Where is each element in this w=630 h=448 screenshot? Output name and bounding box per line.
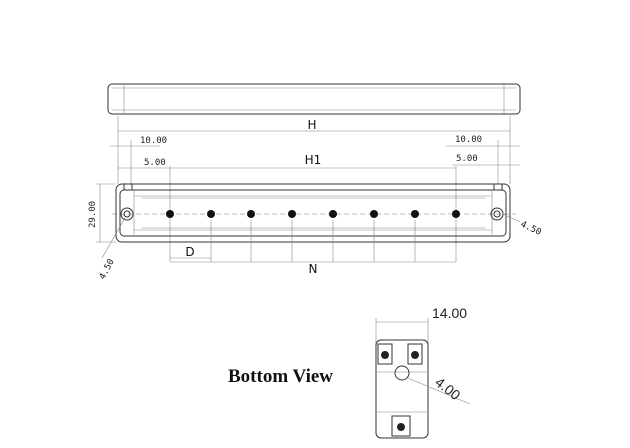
bottom-view-caption: Bottom View xyxy=(228,366,333,387)
dim-label-bottom-hole: 4.00 xyxy=(432,374,463,404)
dimension-hole-right: 4.50 xyxy=(502,213,543,238)
dimension-n: N xyxy=(170,261,456,276)
bottom-view: 14.00 4.00 xyxy=(375,305,471,439)
led-dot xyxy=(329,210,337,218)
front-view xyxy=(112,183,516,243)
led-dots xyxy=(166,210,460,262)
dimension-h: H xyxy=(117,116,511,184)
top-profile-view xyxy=(107,83,521,115)
led-dot xyxy=(247,210,255,218)
dim-label-left-10: 10.00 xyxy=(140,136,167,146)
dim-label-hole-right: 4.50 xyxy=(519,220,543,238)
dim-label-left-5: 5.00 xyxy=(144,158,166,168)
dim-label-n: N xyxy=(309,262,318,276)
dim-label-h1: H1 xyxy=(305,153,322,167)
dimension-left-offsets: 10.00 5.00 xyxy=(110,136,170,184)
led-dot xyxy=(452,210,460,218)
dim-label-hole-left: 4.50 xyxy=(98,258,117,282)
dimension-height-29: 29.00 xyxy=(88,183,116,243)
dimension-h1: H1 xyxy=(169,153,457,262)
dim-label-right-10: 10.00 xyxy=(455,135,482,145)
dim-label-right-5: 5.00 xyxy=(456,154,478,164)
dim-label-height-29: 29.00 xyxy=(88,201,98,228)
dim-label-d: D xyxy=(185,245,194,259)
dimension-hole-left: 4.50 xyxy=(98,217,126,282)
dimension-right-offsets: 10.00 5.00 xyxy=(446,135,520,184)
dim-label-bottom-width: 14.00 xyxy=(432,305,467,321)
led-dot xyxy=(288,210,296,218)
led-dot xyxy=(411,210,419,218)
dimension-d: D xyxy=(170,245,211,259)
end-caps xyxy=(123,183,503,191)
led-dot xyxy=(370,210,378,218)
led-dot xyxy=(166,210,174,218)
mounting-hole-left xyxy=(120,207,134,221)
led-dot xyxy=(207,210,215,218)
dim-label-h: H xyxy=(307,118,316,132)
